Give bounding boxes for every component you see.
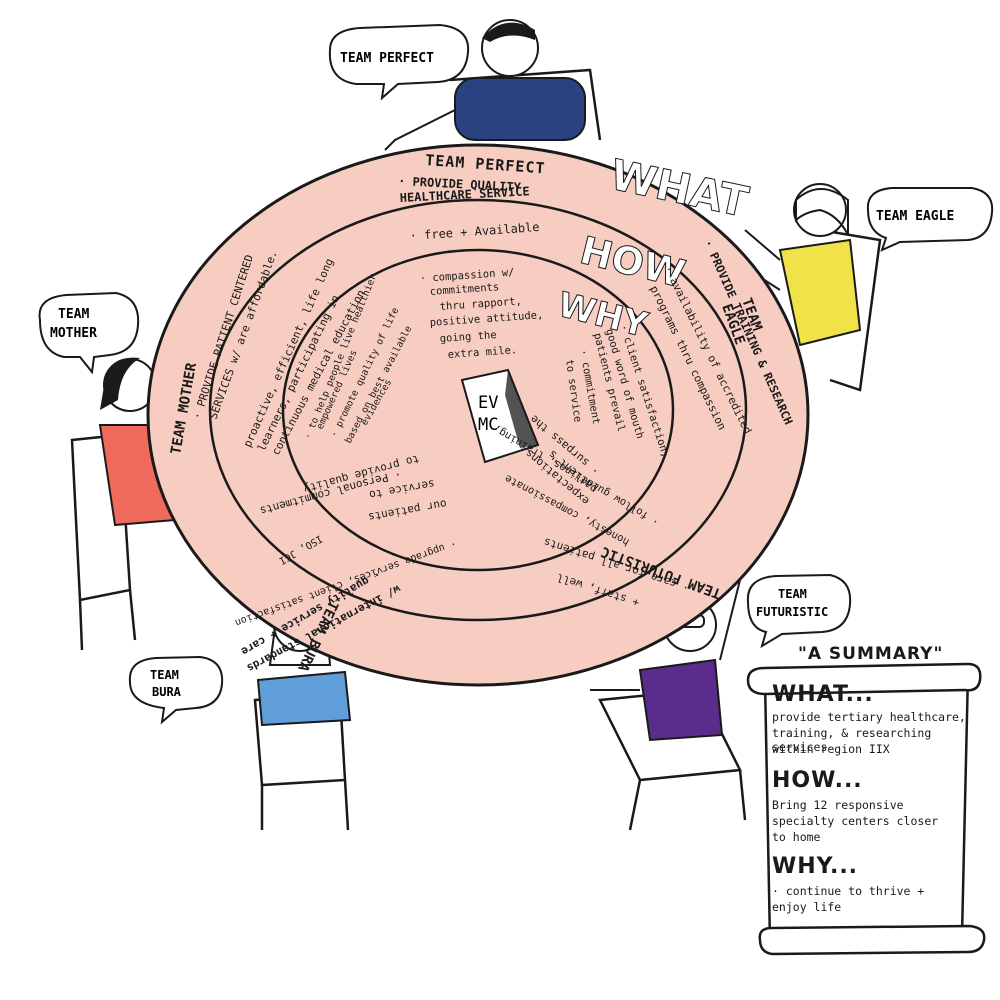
chair-right: [819, 228, 882, 392]
person-eagle: [744, 183, 862, 347]
bubble-bura-text-2: BURA: [152, 685, 182, 699]
bubble-bura: TEAM BURA: [128, 655, 224, 725]
ring-how: [208, 198, 748, 622]
summary-how-text-3: to home: [772, 830, 821, 844]
chair-left-legs: [78, 589, 137, 651]
bubble-bura-text-1: TEAM: [150, 668, 179, 682]
summary-why-text-2: enjoy life: [772, 900, 842, 914]
summary-what-label: WHAT...: [772, 682, 874, 707]
bubble-mother: TEAM MOTHER: [38, 291, 140, 375]
perfect-why-6: extra mile.: [447, 344, 517, 361]
perfect-why-3: thru rapport,: [439, 295, 522, 313]
perfect-what-2: HEALTHCARE SERVICE: [399, 184, 530, 205]
summary-how-label: HOW...: [772, 768, 863, 793]
bubble-mother-text-1: TEAM: [58, 307, 89, 322]
summary-why-label: WHY...: [772, 854, 859, 879]
chair-bottom-right-legs: [628, 769, 747, 831]
person-perfect: [384, 19, 586, 151]
bubble-futuristic-text-1: TEAM: [778, 587, 807, 601]
chair-bottom-left-legs: [260, 779, 350, 831]
bubble-perfect: TEAM PERFECT: [328, 23, 470, 101]
bubble-futuristic-text-2: FUTURISTIC: [756, 605, 828, 619]
perfect-why-5: going the: [439, 329, 497, 345]
bubble-futuristic: TEAM FUTURISTIC: [746, 573, 852, 649]
bubble-eagle: TEAM EAGLE: [866, 187, 994, 252]
perfect-what-1: · PROVIDE QUALITY: [398, 174, 522, 194]
perfect-why-2: commitments: [429, 281, 499, 298]
logo-line-1: EV: [478, 393, 498, 413]
summary-what-text-2: training, & researching services: [772, 726, 932, 754]
ring-why: [281, 248, 675, 572]
bubble-perfect-text: TEAM PERFECT: [340, 51, 434, 66]
center-logo: EV MC: [460, 368, 540, 464]
summary-how-text-2: specialty centers closer: [772, 814, 939, 828]
bubble-mother-text-2: MOTHER: [50, 326, 97, 341]
summary-why-text-1: · continue to thrive +: [772, 884, 925, 898]
summary-title: "A SUMMARY": [798, 644, 944, 664]
summary-how-text-1: Bring 12 responsive: [772, 798, 904, 812]
logo-line-2: MC: [478, 415, 498, 435]
summary-what-text-1: provide tertiary healthcare,: [772, 710, 966, 724]
summary-what-text-3: within region IIX: [772, 742, 890, 756]
bubble-eagle-text: TEAM EAGLE: [876, 209, 954, 224]
chair-top: [449, 68, 602, 141]
summary-scroll: [746, 662, 986, 956]
